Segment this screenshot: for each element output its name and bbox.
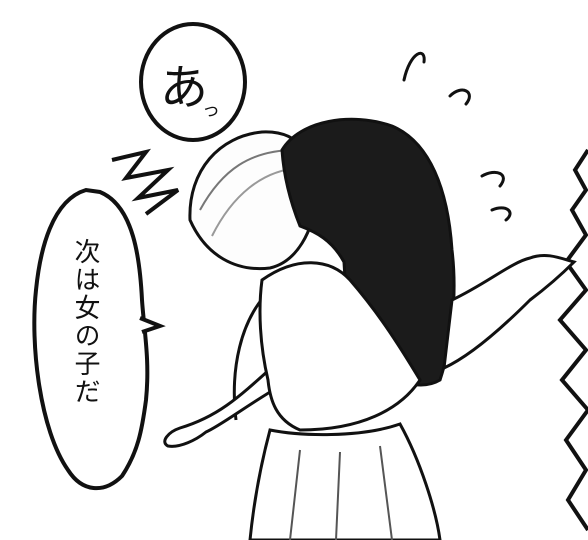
dialogue-vertical-text: 次は女の子だ (70, 238, 100, 406)
exclamation-small-tsu: っ (202, 100, 220, 121)
speech-bubble-cloud (32, 187, 150, 491)
speech-bubble-round (139, 22, 247, 142)
speech-bubble-jagged-edge (557, 148, 588, 532)
motion-lines-icon (402, 51, 512, 222)
character-dark-hair (248, 117, 577, 540)
exclamation-text: あ (160, 60, 209, 116)
jagged-shout-mark-icon (111, 148, 180, 216)
